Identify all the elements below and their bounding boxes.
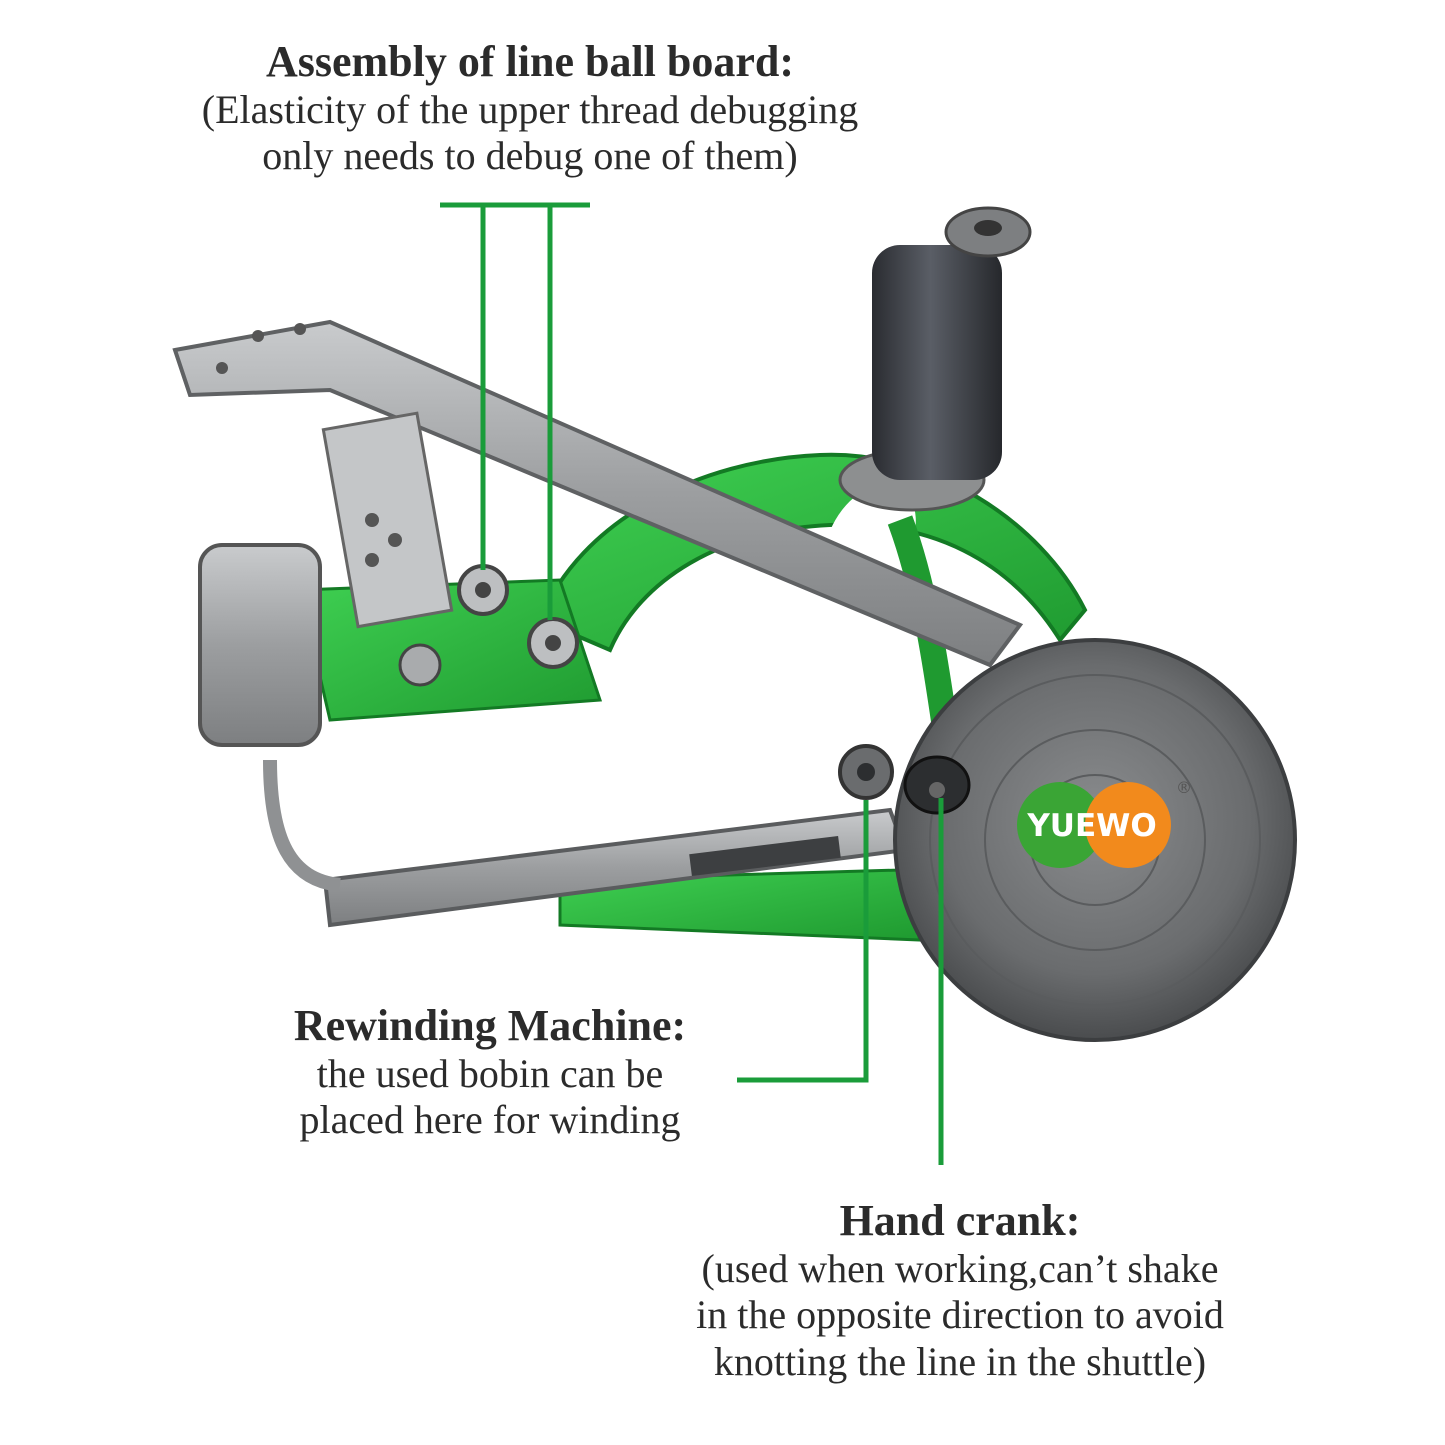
callout-rewinding-machine: Rewinding Machine: the used bobin can be…	[240, 1000, 740, 1144]
needle-head	[198, 543, 322, 747]
callout-hand-crank: Hand crank: (used when working,can’t sha…	[630, 1195, 1290, 1385]
callout-rewinding-heading: Rewinding Machine:	[293, 1001, 687, 1050]
callout-line-ball-board: Assembly of line ball board: (Elasticity…	[120, 36, 940, 180]
logo-right-circle	[1085, 782, 1171, 868]
logo-text: YUEWO	[1026, 808, 1156, 844]
callout-assembly-line1: (Elasticity of the upper thread debuggin…	[201, 87, 859, 133]
upper-arm	[172, 319, 1024, 668]
callout-hand-crank-line2: in the opposite direction to avoid	[696, 1292, 1224, 1338]
brand-logo: YUEWO ®	[1017, 778, 1192, 868]
callout-rewinding-line2: placed here for winding	[299, 1097, 681, 1143]
callout-assembly-line2: only needs to debug one of them)	[262, 133, 798, 179]
needle-horn	[263, 759, 341, 892]
registered-mark: ®	[1176, 778, 1192, 797]
leader-rewinding	[737, 800, 869, 1083]
callout-hand-crank-line1: (used when working,can’t shake	[701, 1246, 1219, 1292]
leader-lines	[440, 202, 944, 1165]
logo-left-circle	[1017, 782, 1103, 868]
callout-hand-crank-line3: knotting the line in the shuttle)	[713, 1338, 1207, 1384]
thread-spool	[872, 245, 1002, 480]
callout-hand-crank-heading: Hand crank:	[839, 1196, 1081, 1245]
callout-assembly-heading: Assembly of line ball board:	[265, 37, 795, 86]
callout-rewinding-line1: the used bobin can be	[316, 1051, 664, 1097]
face-plate	[321, 411, 454, 629]
